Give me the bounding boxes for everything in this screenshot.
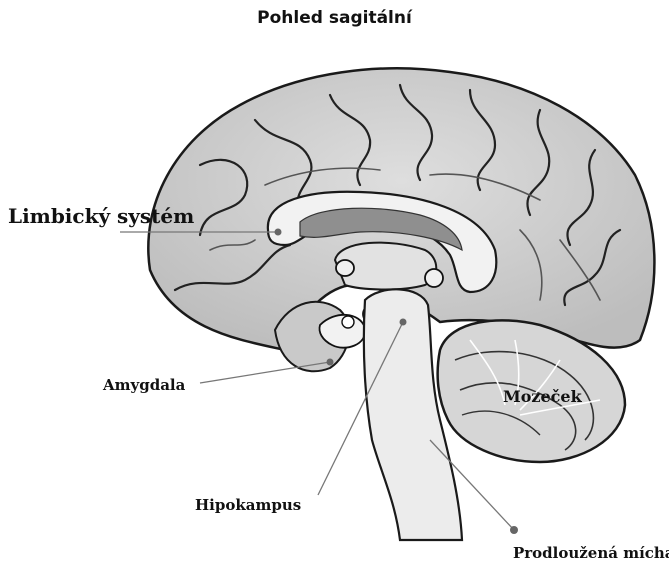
fornix-right <box>425 269 443 287</box>
fornix-left <box>336 260 354 276</box>
label-hippocampus: Hipokampus <box>195 496 301 514</box>
label-amygdala: Amygdala <box>102 376 186 394</box>
leader-amygdala <box>200 362 330 383</box>
label-cerebellum: Mozeček <box>503 387 583 406</box>
label-limbic-system: Limbický systém <box>8 204 194 228</box>
label-medulla: Prodloužená mícha <box>513 544 669 562</box>
